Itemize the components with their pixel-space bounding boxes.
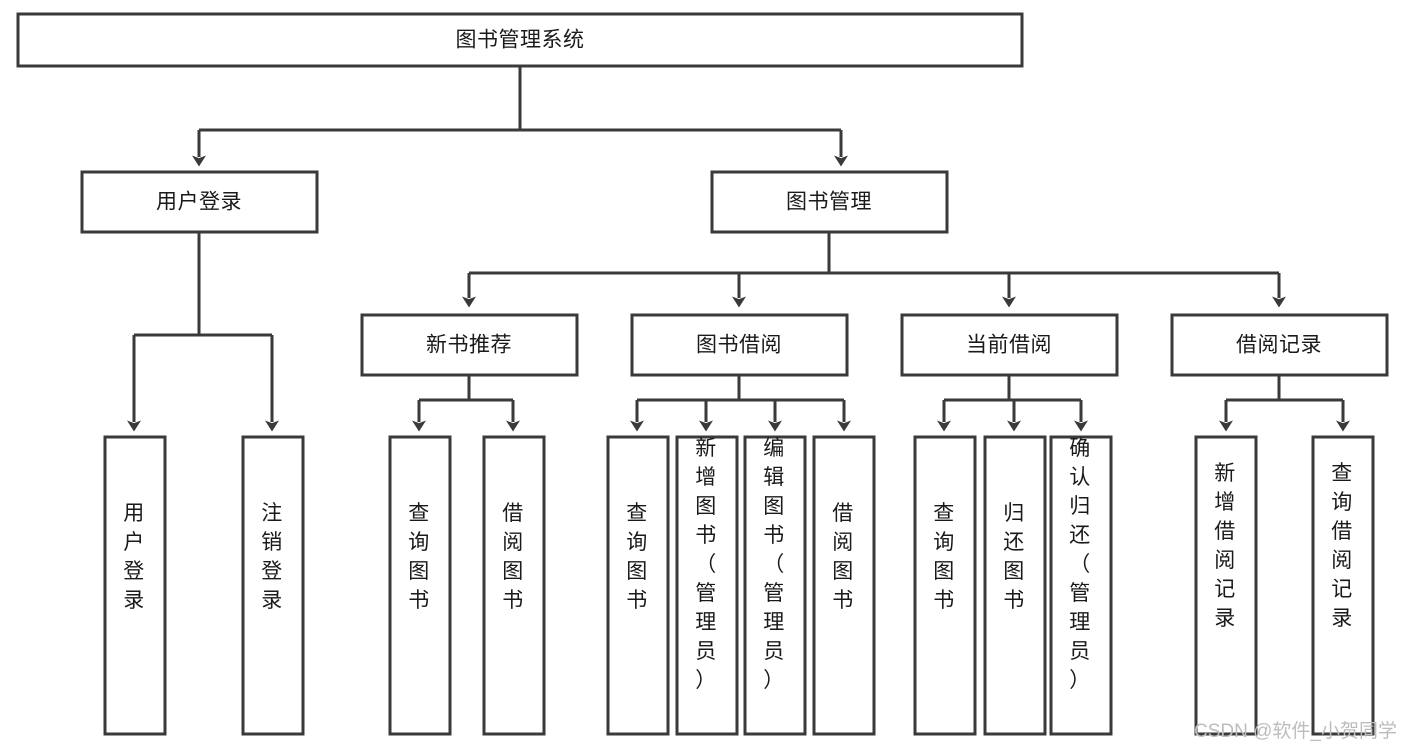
node-leaf-user-login-1[interactable]: 用户登录: [103, 435, 167, 736]
node-leaf-current-borrow-3-label: 确认归还（管理员）: [1069, 437, 1091, 692]
connector-borrowrecord-to-leaves: [1219, 375, 1350, 432]
node-leaf-user-login-1-label: 用户登录: [123, 502, 145, 612]
node-leaf-new-book-1[interactable]: 查询图书: [388, 435, 452, 736]
node-root[interactable]: 图书管理系统: [16, 12, 1024, 68]
node-book-management-label: 图书管理: [786, 191, 872, 214]
connector-currentborrow-to-leaves: [937, 375, 1088, 432]
connector-borrowbook-to-leaves: [630, 375, 851, 432]
node-leaf-user-login-2-label: 注销登录: [261, 502, 283, 612]
connector-bookmgmt-to-level3: [462, 232, 1286, 308]
node-leaf-current-borrow-2-label: 归还图书: [1003, 502, 1025, 612]
node-leaf-borrow-record-2-label: 查询借阅记录: [1331, 462, 1353, 630]
node-current-borrow-label: 当前借阅: [966, 334, 1052, 357]
node-leaf-book-borrow-4-label: 借阅图书: [832, 502, 854, 612]
node-leaf-book-borrow-3[interactable]: 编辑图书（管理员）: [743, 435, 807, 736]
node-leaf-new-book-1-label: 查询图书: [408, 502, 430, 612]
node-leaf-current-borrow-3[interactable]: 确认归还（管理员）: [1049, 435, 1113, 736]
connector-userlogin-to-leaves: [127, 232, 279, 432]
node-leaf-book-borrow-1-label: 查询图书: [626, 502, 648, 612]
node-borrow-record[interactable]: 借阅记录: [1170, 313, 1389, 377]
node-leaf-book-borrow-2[interactable]: 新增图书（管理员）: [675, 435, 739, 736]
node-leaf-book-borrow-4[interactable]: 借阅图书: [812, 435, 876, 736]
node-leaf-current-borrow-2[interactable]: 归还图书: [983, 435, 1047, 736]
node-leaf-current-borrow-1-label: 查询图书: [933, 502, 955, 612]
node-new-book-recommend-label: 新书推荐: [426, 334, 512, 357]
connector-newbook-to-leaves: [412, 375, 520, 432]
node-leaf-borrow-record-1[interactable]: 新增借阅记录: [1194, 435, 1258, 736]
node-user-login-label: 用户登录: [156, 191, 242, 214]
node-book-borrow-label: 图书借阅: [696, 334, 782, 357]
node-book-management[interactable]: 图书管理: [710, 170, 949, 234]
node-leaf-new-book-2[interactable]: 借阅图书: [482, 435, 546, 736]
node-borrow-record-label: 借阅记录: [1236, 334, 1322, 357]
node-leaf-book-borrow-1[interactable]: 查询图书: [606, 435, 670, 736]
node-new-book-recommend[interactable]: 新书推荐: [360, 313, 579, 377]
connector-root-to-level2: [192, 66, 848, 167]
node-book-borrow[interactable]: 图书借阅: [630, 313, 849, 377]
node-user-login[interactable]: 用户登录: [80, 170, 319, 234]
node-leaf-book-borrow-2-label: 新增图书（管理员）: [695, 437, 717, 692]
node-current-borrow[interactable]: 当前借阅: [900, 313, 1119, 377]
node-leaf-borrow-record-1-label: 新增借阅记录: [1214, 462, 1236, 630]
node-leaf-borrow-record-2[interactable]: 查询借阅记录: [1311, 435, 1375, 736]
node-leaf-current-borrow-1[interactable]: 查询图书: [913, 435, 977, 736]
node-leaf-book-borrow-3-label: 编辑图书（管理员）: [763, 437, 785, 692]
node-root-label: 图书管理系统: [456, 29, 585, 52]
node-leaf-new-book-2-label: 借阅图书: [502, 502, 524, 612]
node-leaf-user-login-2[interactable]: 注销登录: [241, 435, 305, 736]
